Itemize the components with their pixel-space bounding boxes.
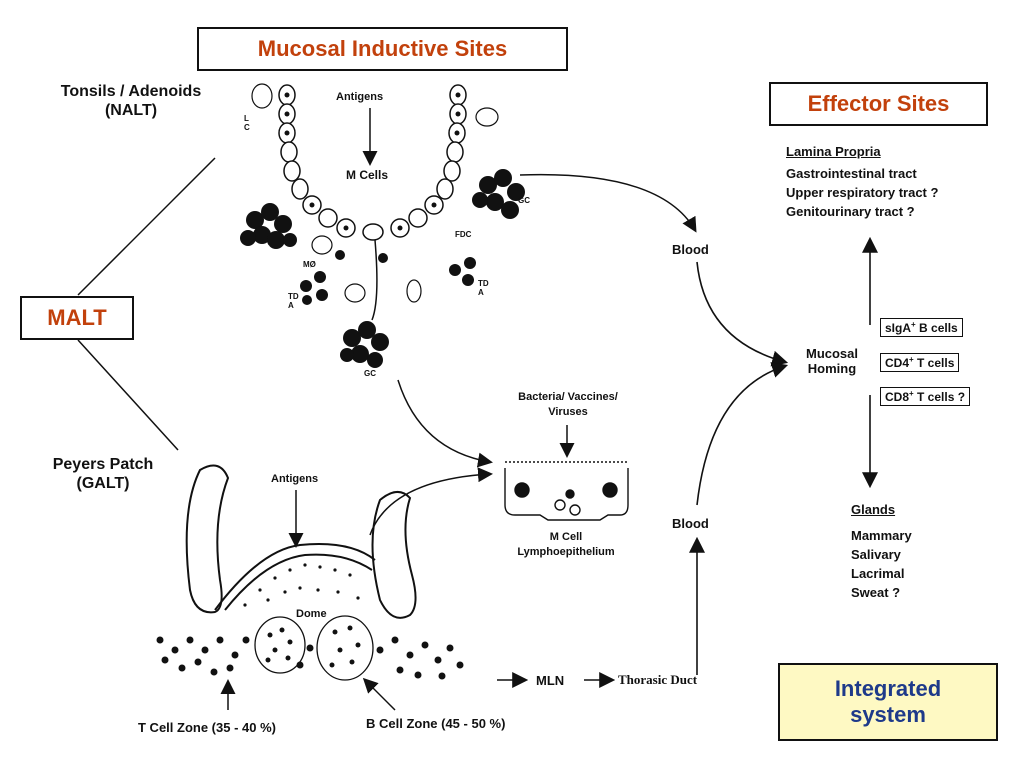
gland-item-4: Sweat ? xyxy=(851,585,901,600)
malt-connector-lines xyxy=(77,157,216,451)
cd8-sup: + xyxy=(909,389,914,398)
lamina-item-3: Genitourinary tract ? xyxy=(786,204,915,219)
cd8-t-cells-box: CD8+ T cells ? xyxy=(880,387,971,406)
bacteria-label: Bacteria/ Vaccines/ Viruses xyxy=(494,390,642,420)
gland-item-1: Mammary xyxy=(851,528,912,543)
tonsils-label: Tonsils / Adenoids (NALT) xyxy=(45,82,217,120)
effector-sites-title: Effector Sites xyxy=(769,82,988,126)
m-cell-lympho-label: M Cell Lymphoepithelium xyxy=(498,530,634,560)
cd4-sup: + xyxy=(909,355,914,364)
bacteria-line2: Viruses xyxy=(548,406,588,418)
galt-antigens-label: Antigens xyxy=(271,473,319,485)
mucosal-homing-label: Mucosal Homing xyxy=(798,346,866,376)
homing-line2: Homing xyxy=(807,361,857,376)
blood-bottom-label: Blood xyxy=(672,516,709,531)
tonsils-line1: Tonsils / Adenoids xyxy=(60,83,202,100)
inductive-title-text: Mucosal Inductive Sites xyxy=(257,36,508,61)
siga-pre: sIgA xyxy=(885,321,912,335)
nalt-epithelium xyxy=(278,84,467,241)
galt-arrows xyxy=(220,467,493,711)
m-cell-line1: M Cell xyxy=(549,531,583,543)
gc-bottom-label: GC xyxy=(364,369,376,378)
lamina-propria-title: Lamina Propria xyxy=(786,144,881,159)
lamina-item-2: Upper respiratory tract ? xyxy=(786,185,939,200)
siga-post: B cells xyxy=(915,321,958,335)
galt-dome-dots xyxy=(243,563,360,607)
malt-text: MALT xyxy=(47,305,107,330)
m-cell-lymphoepithelium xyxy=(504,461,629,521)
galt-zones xyxy=(254,615,374,681)
peyers-line1: Peyers Patch xyxy=(52,456,154,473)
peyers-line2: (GALT) xyxy=(76,475,130,492)
cd4-pre: CD4 xyxy=(885,356,910,370)
dome-label: Dome xyxy=(296,608,327,620)
tda-left-label: TD A xyxy=(288,292,299,310)
m-cells-label: M Cells xyxy=(344,168,391,183)
gc-right-label: GC xyxy=(518,196,530,205)
blood-top-label: Blood xyxy=(672,242,709,257)
cd4-t-cells-box: CD4+ T cells xyxy=(880,353,960,372)
lamina-item-1: Gastrointestinal tract xyxy=(786,166,917,181)
t-cell-zone-label: T Cell Zone (35 - 40 %) xyxy=(138,720,276,735)
gland-item-2: Salivary xyxy=(851,547,901,562)
gc-left-label: GC xyxy=(258,244,270,253)
bacteria-line1: Bacteria/ Vaccines/ xyxy=(518,391,618,403)
mln-label: MLN xyxy=(536,673,565,688)
flow-arrows xyxy=(497,236,878,688)
nalt-misc-cells xyxy=(251,83,499,303)
nalt-inner-dots xyxy=(284,92,461,231)
gland-item-3: Lacrimal xyxy=(851,566,905,581)
m-cell-line2: Lymphoepithelium xyxy=(517,546,615,558)
lc-label: L C xyxy=(244,114,250,132)
integrated-system-box: Integrated system xyxy=(778,663,998,741)
thorasic-duct-label: Thorasic Duct xyxy=(618,672,698,687)
cd8-pre: CD8 xyxy=(885,390,910,404)
peyers-label: Peyers Patch (GALT) xyxy=(38,455,168,493)
galt-zone-cells xyxy=(265,625,361,668)
nalt-antigens-label: Antigens xyxy=(336,91,384,103)
malt-box: MALT xyxy=(20,296,134,340)
siga-b-cells-box: sIgA+ B cells xyxy=(880,318,963,337)
cd4-post: T cells xyxy=(913,356,955,370)
glands-title: Glands xyxy=(851,502,896,517)
mucosal-inductive-sites-title: Mucosal Inductive Sites xyxy=(197,27,568,71)
homing-line1: Mucosal xyxy=(805,346,858,361)
b-cell-zone-label: B Cell Zone (45 - 50 %) xyxy=(366,716,506,731)
integrated-line2: system xyxy=(850,702,926,727)
fdc-label: FDC xyxy=(455,230,472,239)
tda-right-label: TD A xyxy=(478,279,489,297)
galt-scatter xyxy=(156,636,464,680)
mo-label: MØ xyxy=(303,260,316,269)
siga-sup: + xyxy=(911,320,916,329)
integrated-line1: Integrated xyxy=(834,676,942,701)
tonsils-line2: (NALT) xyxy=(104,102,158,119)
nalt-arrows xyxy=(362,108,697,468)
cd8-post: T cells ? xyxy=(913,390,966,404)
germinal-centers xyxy=(240,169,525,368)
effector-title-text: Effector Sites xyxy=(807,91,950,116)
galt-patch xyxy=(185,464,417,619)
